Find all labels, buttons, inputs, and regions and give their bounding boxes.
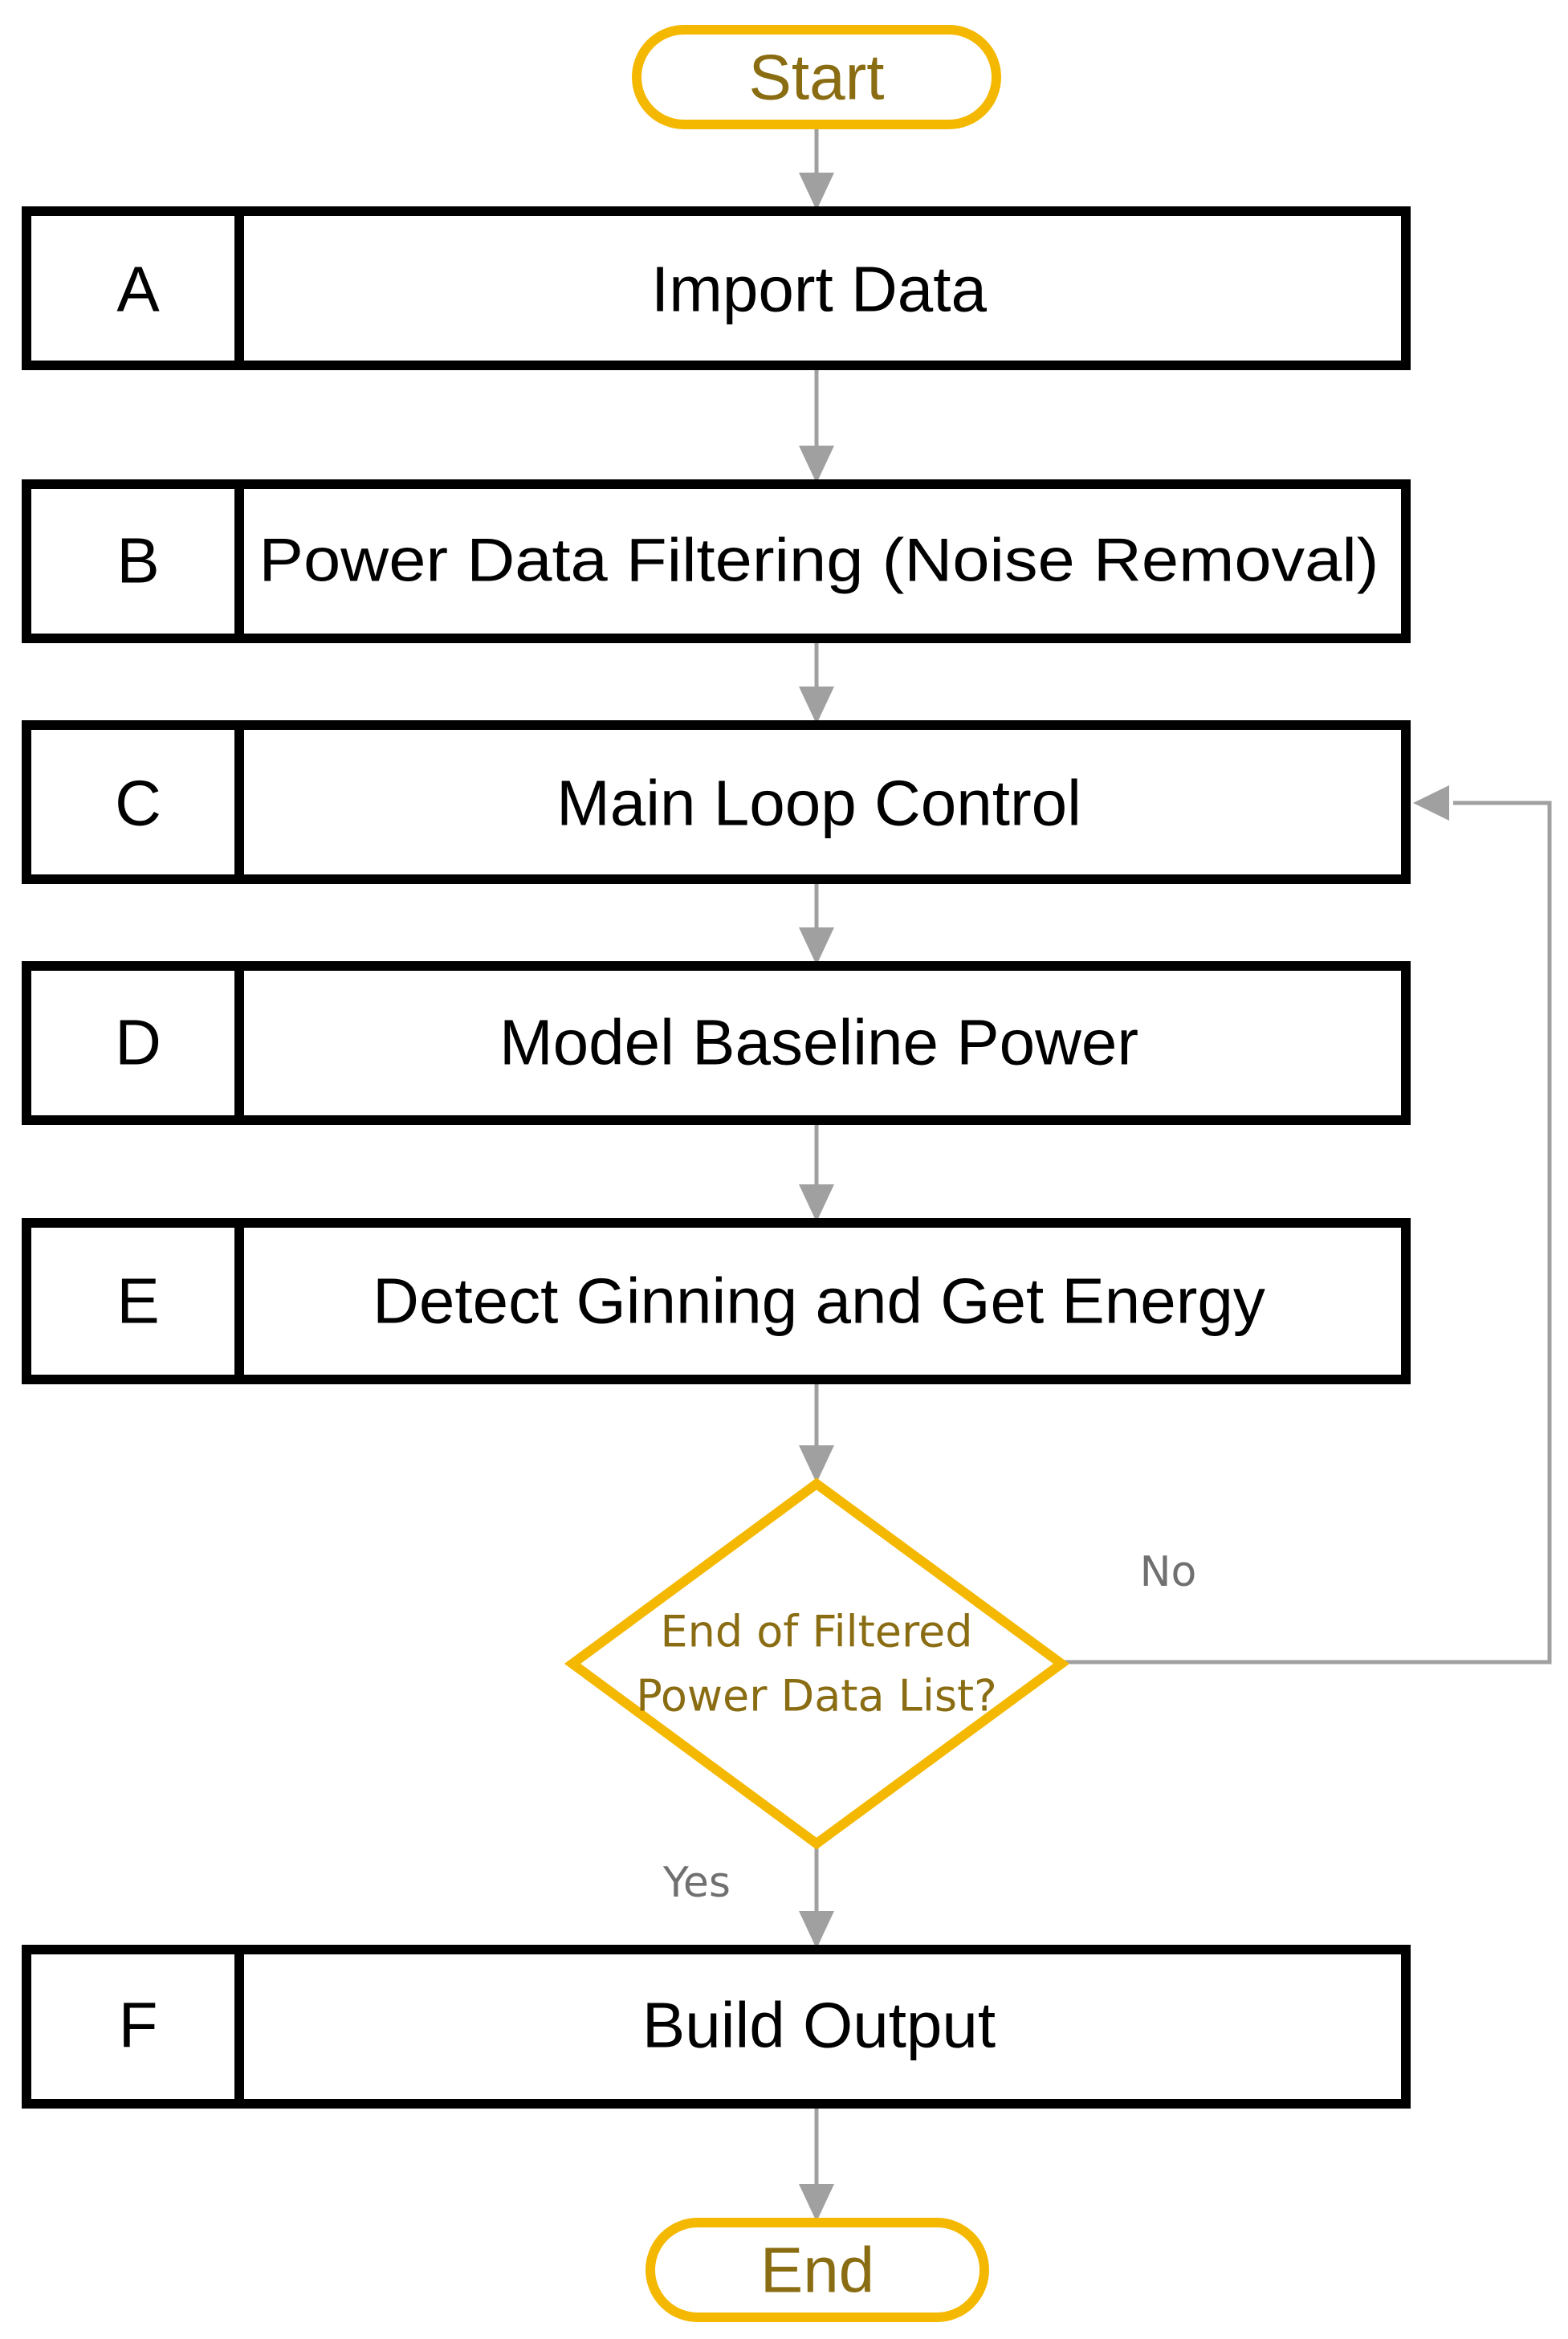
end-label: End (760, 2235, 874, 2306)
arrowhead-b-to-c (799, 687, 834, 724)
arrowhead-decision-no-loop (1413, 785, 1449, 821)
step-a-label: Import Data (651, 254, 987, 325)
step-f: F Build Output (22, 1945, 1411, 2109)
step-a-id: A (116, 254, 160, 325)
arrow-decision-no-loop (1061, 801, 1552, 1665)
decision-label-line2: Power Data List? (636, 1671, 997, 1722)
arrowhead-d-to-e (799, 1184, 834, 1222)
branch-yes-label: Yes (662, 1859, 731, 1907)
step-e-id: E (116, 1265, 159, 1337)
step-c-label: Main Loop Control (556, 768, 1081, 839)
step-b-label: Power Data Filtering (Noise Removal) (259, 527, 1379, 595)
step-d-label: Model Baseline Power (499, 1007, 1138, 1078)
step-c-id: C (115, 768, 161, 839)
step-d-id: D (115, 1007, 161, 1078)
step-b: B Power Data Filtering (Noise Removal) (22, 479, 1411, 643)
step-d: D Model Baseline Power (22, 961, 1411, 1125)
arrowhead-a-to-b (799, 446, 834, 483)
arrowhead-e-to-decision (799, 1445, 834, 1483)
arrowhead-c-to-d (799, 927, 834, 965)
step-c: C Main Loop Control (22, 720, 1411, 884)
arrowhead-f-to-end (799, 2184, 834, 2222)
branch-no-label: No (1140, 1548, 1197, 1596)
step-b-id: B (116, 525, 159, 597)
decision-label-line1: End of Filtered (660, 1607, 972, 1657)
step-f-id: F (119, 1990, 158, 2061)
step-e: E Detect Ginning and Get Energy (22, 1218, 1411, 1384)
step-f-label: Build Output (642, 1990, 996, 2061)
step-e-label: Detect Ginning and Get Energy (373, 1265, 1265, 1337)
end-terminal: End (646, 2218, 989, 2322)
arrowhead-decision-yes-to-f (799, 1911, 834, 1949)
connectors (799, 124, 1552, 2222)
step-a: A Import Data (22, 206, 1411, 370)
arrowhead-start-to-a (799, 173, 834, 210)
decision-end-of-list: End of Filtered Power Data List? (564, 1477, 1070, 1850)
start-terminal: Start (632, 25, 1001, 129)
start-label: Start (749, 42, 885, 113)
